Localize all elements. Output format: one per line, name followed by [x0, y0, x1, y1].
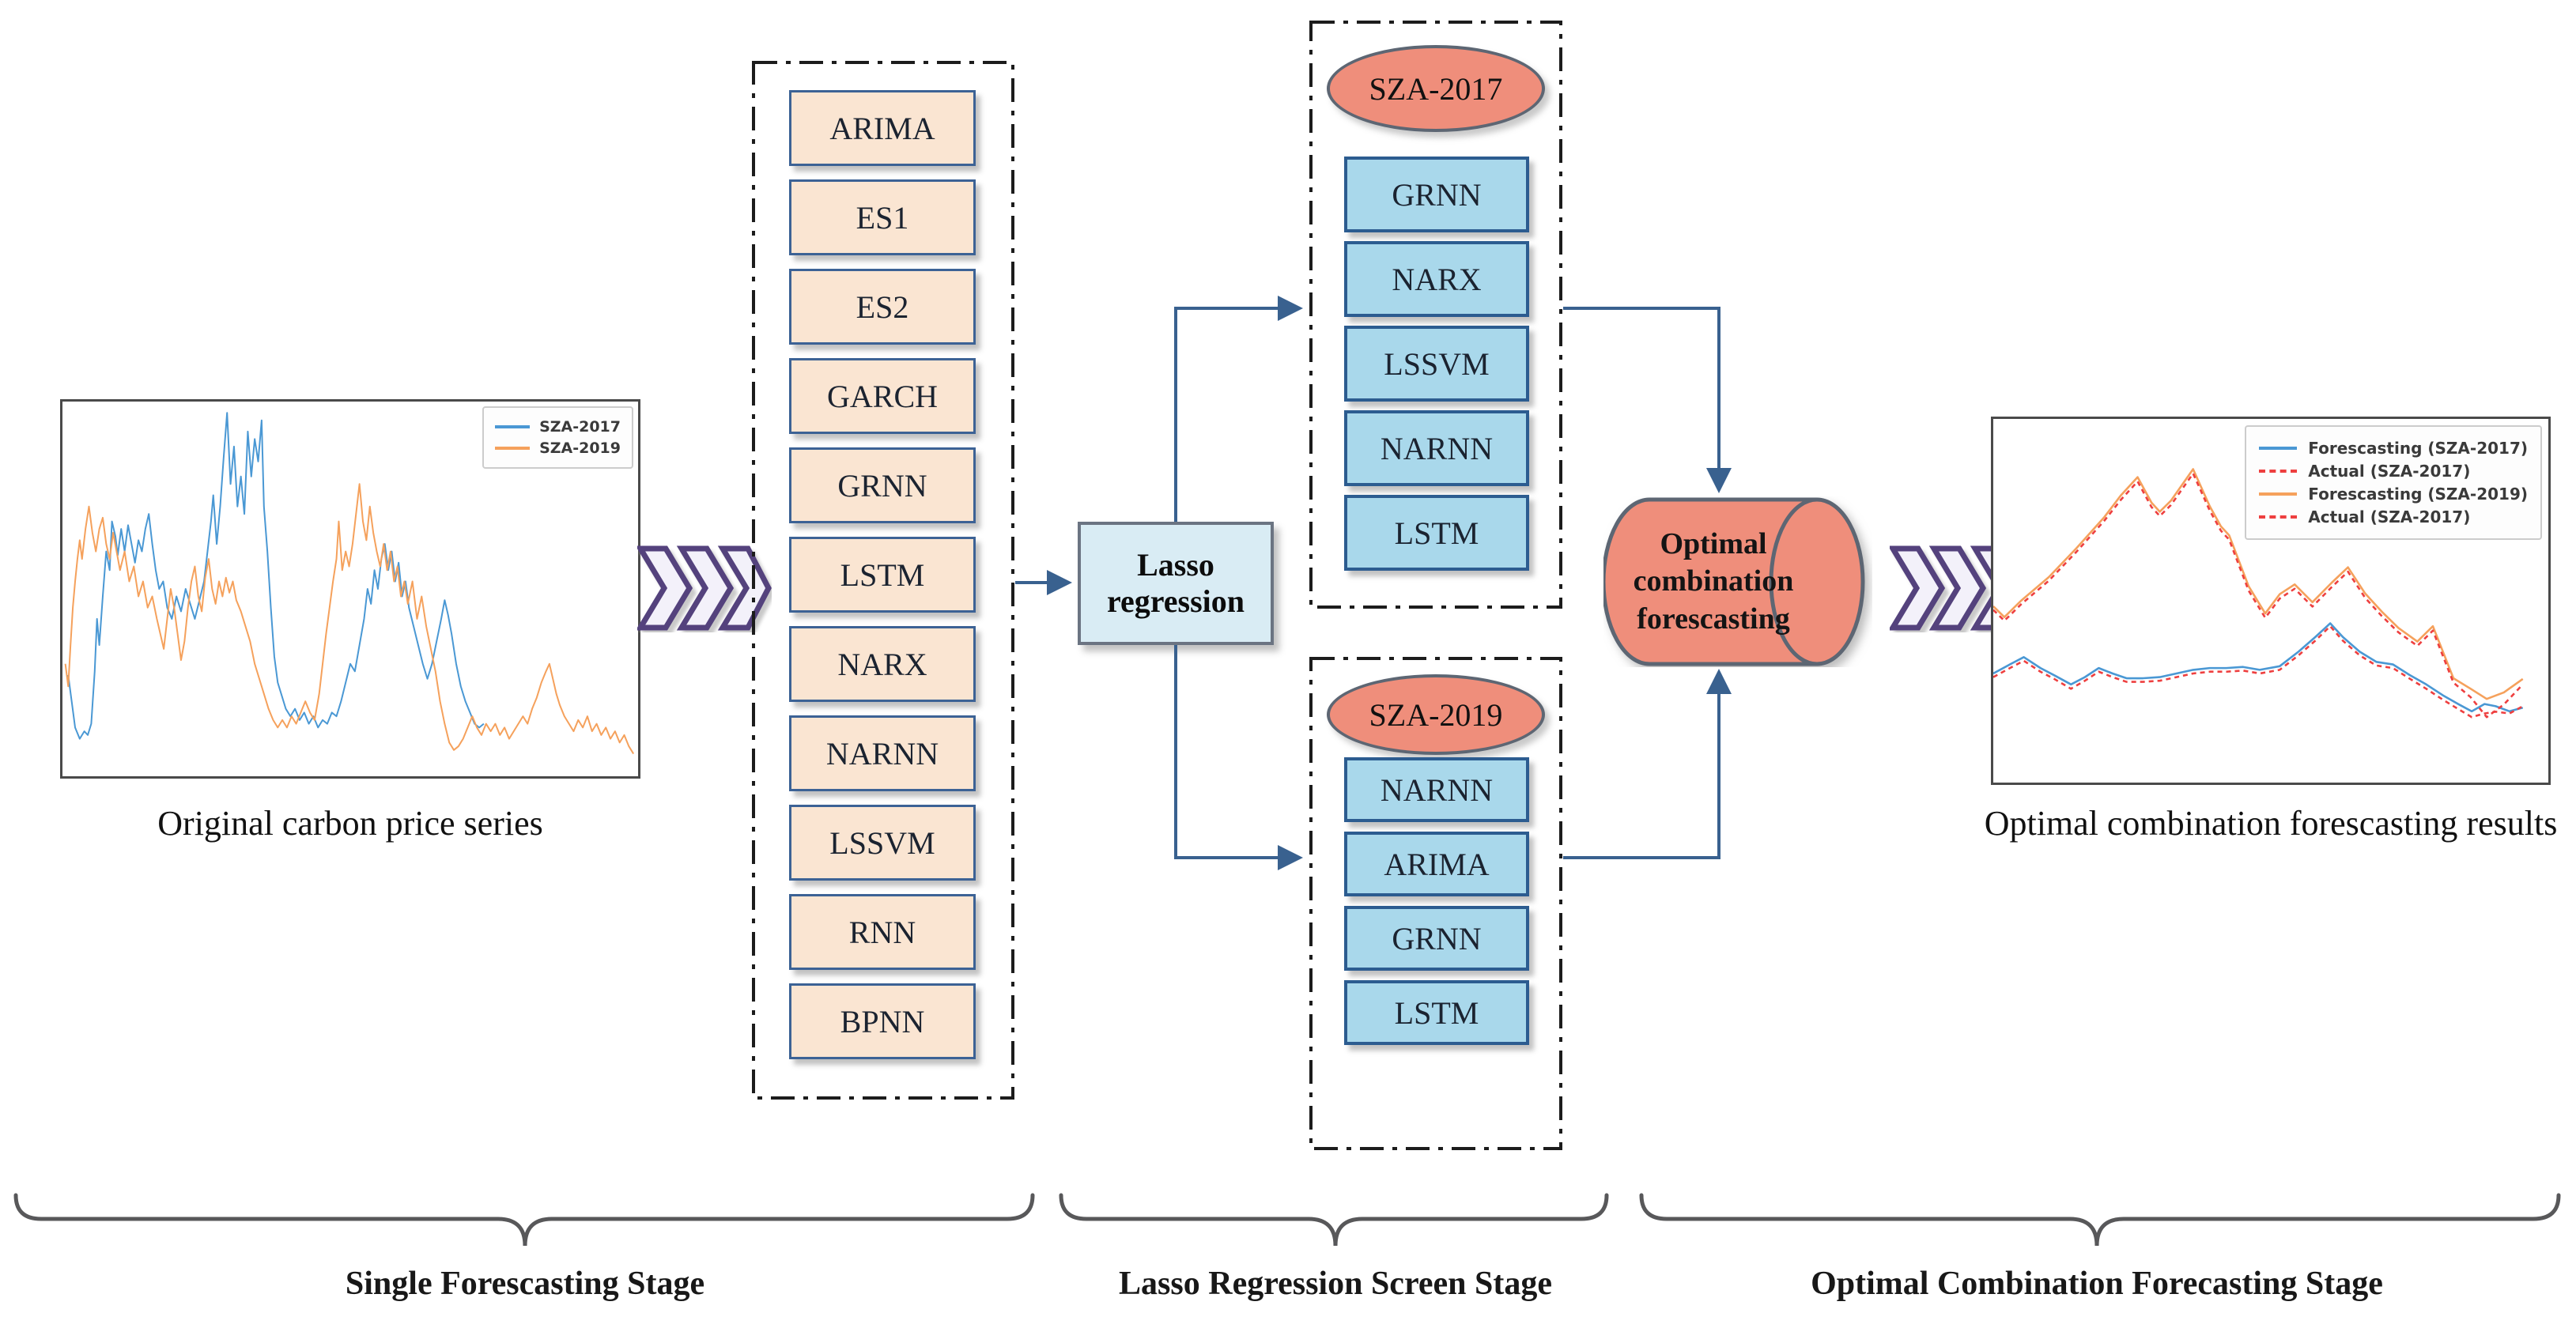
stage-label-lasso: Lasso Regression Screen Stage	[1119, 1266, 1552, 1302]
original-carbon-price-plot	[62, 402, 638, 776]
legend-entry: Forescasting (SZA-2019)	[2259, 485, 2528, 504]
legend-entry: Forescasting (SZA-2017)	[2259, 439, 2528, 458]
forecasting-results-plot	[1993, 419, 2548, 783]
model-box-rnn: RNN	[789, 894, 976, 970]
stage-label-single: Single Forescasting Stage	[345, 1266, 705, 1302]
series-actual-sza-2017-	[1993, 626, 2523, 717]
arrow-lasso-to-sza2019	[1174, 645, 1303, 870]
legend-swatch	[495, 425, 531, 428]
group-sza2019-models: NARNN ARIMA GRNN LSTM	[1344, 757, 1529, 1054]
legend-label: Forescasting (SZA-2017)	[2308, 439, 2528, 458]
lasso-regression-node: Lasso regression	[1078, 522, 1274, 645]
model-box-lstm: LSTM	[1344, 980, 1529, 1045]
model-box-narnn: NARNN	[1344, 410, 1529, 486]
legend-swatch	[2259, 492, 2298, 496]
model-box-garch: GARCH	[789, 358, 976, 434]
forecasting-results-chart: Forescasting (SZA-2017) Actual (SZA-2017)…	[1991, 417, 2551, 785]
model-box-lssvm: LSSVM	[789, 805, 976, 881]
lasso-label-line2: regression	[1106, 583, 1245, 619]
brace-optimal-stage	[1639, 1193, 2561, 1247]
model-box-narx: NARX	[789, 626, 976, 702]
model-box-grnn: GRNN	[1344, 906, 1529, 971]
arrow-lasso-to-sza2017	[1174, 296, 1303, 522]
model-box-narx: NARX	[1344, 241, 1529, 317]
model-box-grnn: GRNN	[789, 447, 976, 523]
legend-label: SZA-2019	[539, 440, 621, 457]
cylinder-text: Optimal combination forescasting	[1608, 496, 1819, 667]
cylinder-line1: Optimal	[1660, 526, 1767, 560]
model-box-arima: ARIMA	[789, 90, 976, 166]
model-box-grnn: GRNN	[1344, 157, 1529, 232]
group-sza2019-ellipse: SZA-2019	[1327, 674, 1545, 755]
model-box-es1: ES1	[789, 179, 976, 255]
series-forescasting-sza-2019-	[1993, 469, 2523, 699]
legend-swatch	[2259, 447, 2298, 450]
brace-lasso-stage	[1059, 1193, 1609, 1247]
model-box-lstm: LSTM	[1344, 495, 1529, 571]
model-box-lstm: LSTM	[789, 537, 976, 613]
legend-entry: Actual (SZA-2017)	[2259, 507, 2528, 526]
legend-label: Forescasting (SZA-2019)	[2308, 485, 2528, 504]
legend-swatch	[495, 447, 531, 450]
group-sza2019-dashed-box	[1309, 657, 1562, 1150]
single-models-dashed-box	[752, 61, 1014, 1100]
legend-label: SZA-2017	[539, 418, 621, 436]
stage-label-optimal: Optimal Combination Forecasting Stage	[1811, 1266, 2383, 1302]
arrow-sza2019-to-cylinder	[1563, 669, 1732, 859]
right-chart-caption: Optimal combination forescasting results	[1984, 804, 2558, 843]
model-box-narnn: NARNN	[789, 715, 976, 791]
right-chart-legend: Forescasting (SZA-2017) Actual (SZA-2017)…	[2245, 425, 2542, 540]
brace-single-stage	[13, 1193, 1035, 1247]
series-forescasting-sza-2017-	[1993, 624, 2523, 711]
left-chart-caption: Original carbon price series	[157, 804, 543, 843]
legend-label: Actual (SZA-2017)	[2308, 462, 2471, 481]
model-box-es2: ES2	[789, 269, 976, 345]
cylinder-line2: combination	[1633, 564, 1794, 598]
model-box-lssvm: LSSVM	[1344, 326, 1529, 402]
model-box-bpnn: BPNN	[789, 983, 976, 1059]
cylinder-line3: forescasting	[1637, 602, 1790, 636]
legend-swatch	[2259, 515, 2298, 519]
group-sza2017-dashed-box	[1309, 21, 1562, 609]
legend-entry: SZA-2019	[495, 440, 621, 457]
arrow-sza2017-to-cylinder	[1563, 307, 1732, 493]
model-box-arima: ARIMA	[1344, 832, 1529, 896]
legend-entry: Actual (SZA-2017)	[2259, 462, 2528, 481]
legend-entry: SZA-2017	[495, 418, 621, 436]
triple-chevron-icon	[637, 545, 772, 631]
lasso-label-line1: Lasso	[1137, 547, 1214, 583]
model-box-narnn: NARNN	[1344, 757, 1529, 822]
group-sza2017-ellipse: SZA-2017	[1327, 45, 1545, 132]
legend-label: Actual (SZA-2017)	[2308, 507, 2471, 526]
series-sza-2019	[66, 484, 634, 753]
series-sza-2017	[68, 413, 484, 738]
group-sza2017-label: SZA-2017	[1369, 70, 1503, 107]
optimal-combination-cylinder	[1603, 497, 1865, 666]
group-sza2017-models: GRNN NARX LSSVM NARNN LSTM	[1344, 157, 1529, 579]
group-sza2019-label: SZA-2019	[1369, 696, 1503, 733]
legend-swatch	[2259, 470, 2298, 473]
